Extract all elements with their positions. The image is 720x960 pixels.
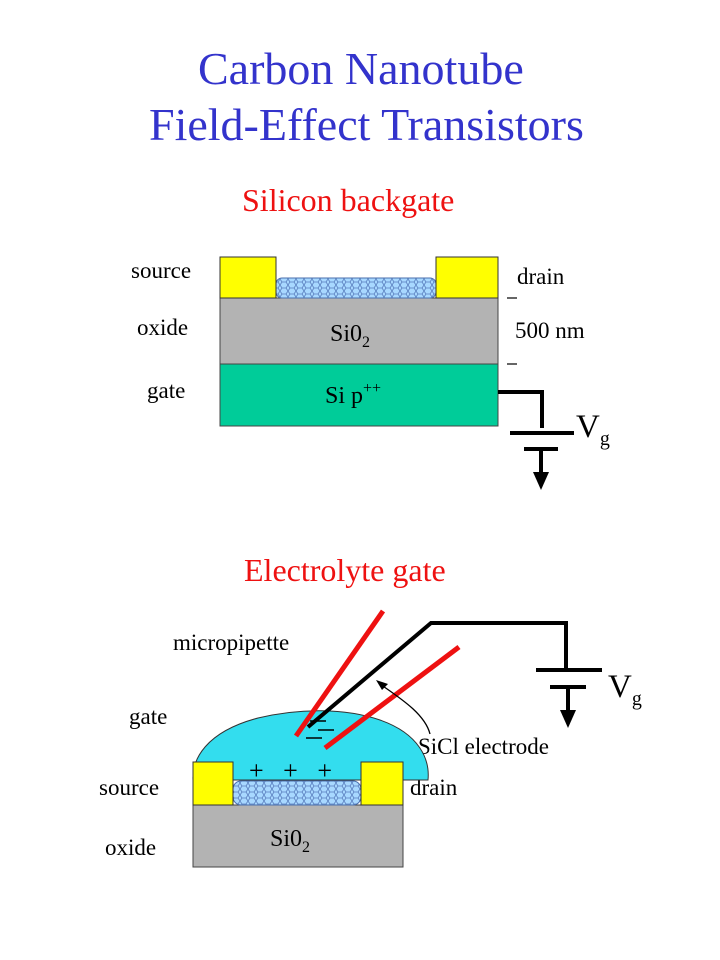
electrolyte-ground-arrow xyxy=(560,710,576,728)
electrolyte-vg-label: Vg xyxy=(608,669,642,710)
electrolyte-device: Si02 + + + Vg xyxy=(192,609,642,868)
backgate-drain-contact xyxy=(435,256,499,299)
micropipette-label: micropipette xyxy=(173,630,290,655)
backgate-oxide-text: Si02 xyxy=(330,321,370,351)
electrode-wire xyxy=(306,621,568,729)
backgate-oxide-layer xyxy=(219,297,499,365)
ground-arrow xyxy=(533,472,549,490)
electrolyte-gate-label: gate xyxy=(129,704,168,729)
oxide-thickness-label: 500 nm xyxy=(515,318,585,343)
backgate-vg-label: Vg xyxy=(576,409,610,450)
backgate-gate-label: gate xyxy=(147,378,186,403)
micropipette-left-wall xyxy=(293,609,386,738)
backgate-heading: Silicon backgate xyxy=(242,182,455,218)
electrolyte-oxide-label: oxide xyxy=(105,835,157,860)
electrolyte-oxide-layer xyxy=(192,804,404,868)
backgate-nanotube xyxy=(275,277,437,299)
electrolyte-drain-contact xyxy=(360,761,404,806)
backgate-oxide-label: oxide xyxy=(137,315,189,340)
backgate-source-label: source xyxy=(131,258,192,283)
backgate-device: Si02 Si p++ Vg xyxy=(219,256,610,490)
backgate-source-contact xyxy=(219,256,277,299)
micropipette-right-wall xyxy=(323,645,461,750)
electrode-pointer-line xyxy=(379,683,431,735)
backgate-gate-wire xyxy=(498,390,544,428)
backgate-silicon-layer xyxy=(219,363,499,427)
backgate-silicon-text: Si p++ xyxy=(325,380,381,409)
title-line-2: Field-Effect Transistors xyxy=(149,99,584,150)
electrolyte-heading: Electrolyte gate xyxy=(244,552,446,588)
positive-charges: + + + xyxy=(249,756,332,785)
title-line-1: Carbon Nanotube xyxy=(198,43,524,94)
backgate-drain-label: drain xyxy=(517,264,565,289)
electrode-label: SiCl electrode xyxy=(418,734,549,759)
electrolyte-oxide-text: Si02 xyxy=(270,826,310,856)
electrolyte-source-label: source xyxy=(99,775,160,800)
electrode-pointer-arrow xyxy=(376,680,388,690)
electrolyte-source-contact xyxy=(192,761,234,806)
